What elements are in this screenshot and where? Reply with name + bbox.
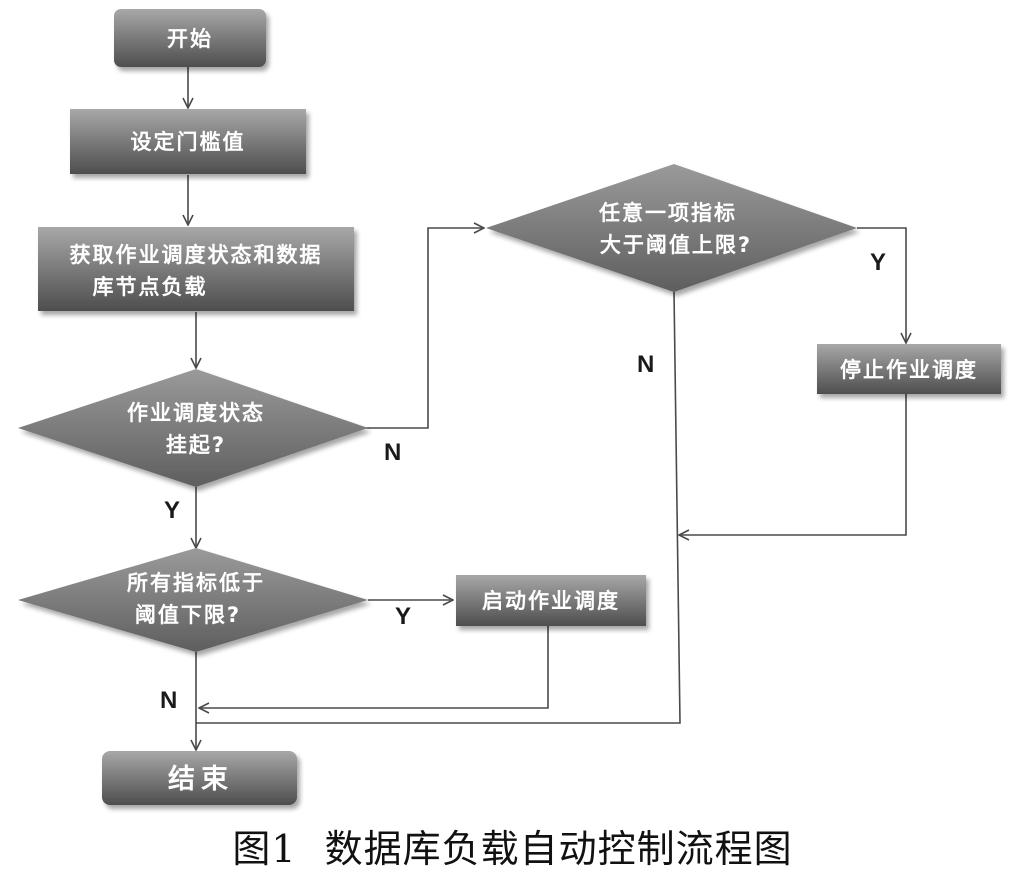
edge-any-above-yes-to-stop	[857, 227, 906, 343]
node-get-status-label-2: 库节点负载	[93, 275, 208, 299]
branch-label-suspended-yes: Y	[164, 497, 180, 524]
branch-label-all-below-no: N	[160, 687, 177, 714]
node-start: 开始	[114, 9, 266, 67]
node-get-status: 获取作业调度状态和数据 库节点负载	[38, 227, 354, 311]
edge-suspended-no-to-any-above	[363, 228, 484, 429]
node-check-suspended-label-2: 挂起?	[166, 433, 226, 457]
node-any-above: 任意一项指标 大于阈值上限?	[486, 164, 857, 292]
node-get-status-label-1: 获取作业调度状态和数据	[70, 243, 323, 267]
node-stop-scheduling-label: 停止作业调度	[840, 358, 978, 382]
node-any-above-label-1: 任意一项指标	[598, 201, 737, 225]
node-start-label: 开始	[167, 27, 213, 51]
node-any-above-label-2: 大于阈值上限?	[600, 233, 752, 257]
edge-stop-to-merge	[679, 394, 907, 535]
edge-any-above-no-to-end	[196, 291, 681, 724]
branch-label-any-above-no: N	[637, 351, 654, 378]
branch-label-suspended-no: N	[384, 439, 401, 466]
node-start-scheduling: 启动作业调度	[456, 575, 646, 626]
node-all-below-label-1: 所有指标低于	[127, 571, 265, 595]
node-check-suspended-label-1: 作业调度状态	[127, 401, 265, 425]
branch-label-any-above-yes: Y	[870, 249, 886, 276]
node-set-threshold: 设定门槛值	[70, 109, 306, 174]
branch-label-all-below-yes: Y	[395, 603, 411, 630]
node-set-threshold-label: 设定门槛值	[131, 130, 246, 154]
edges	[188, 67, 906, 750]
node-end: 结束	[102, 751, 297, 805]
node-end-label: 结束	[168, 764, 234, 795]
figure-number: 图1	[232, 827, 297, 871]
figure-title: 数据库负载自动控制流程图	[324, 827, 793, 871]
node-stop-scheduling: 停止作业调度	[817, 344, 1001, 394]
node-start-scheduling-label: 启动作业调度	[482, 589, 620, 613]
node-all-below-label-2: 阈值下限?	[135, 603, 241, 627]
flowchart: 开始 设定门槛值 获取作业调度状态和数据 库节点负载 作业调度状态 挂起? 任意…	[18, 9, 1001, 805]
figure-caption: 图1 数据库负载自动控制流程图	[0, 818, 1025, 873]
node-all-below: 所有指标低于 阈值下限?	[18, 548, 368, 652]
node-check-suspended: 作业调度状态 挂起?	[18, 369, 368, 487]
edge-start-sched-to-merge	[199, 626, 549, 708]
